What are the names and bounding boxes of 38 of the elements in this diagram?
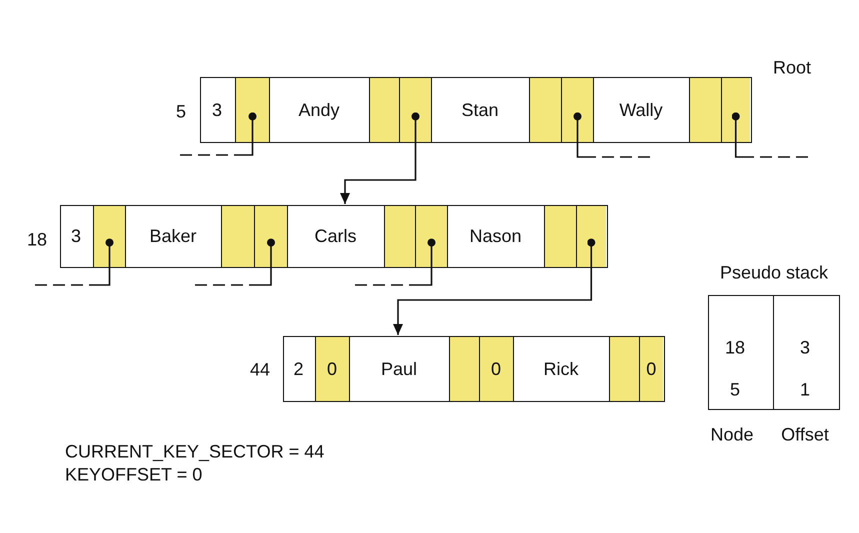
pointer-cell: 0 — [480, 337, 514, 401]
spacer-cell — [384, 206, 416, 267]
pointer-arrow — [340, 112, 420, 204]
record-box — [283, 336, 665, 402]
variable-note: KEYOFFSET = 0 — [65, 464, 202, 486]
pointer-cell — [254, 206, 288, 267]
stack-table — [708, 295, 840, 410]
stack-value: 5 — [730, 380, 740, 400]
pointer-arrow — [393, 238, 596, 335]
stack-value: 3 — [800, 338, 810, 358]
column-label: Offset — [781, 424, 829, 446]
node-caption: Root — [772, 58, 812, 78]
spacer-cell — [690, 78, 722, 142]
pointer-cell: 0 — [640, 337, 663, 401]
pointer-cell — [722, 78, 750, 142]
pointer-cell: 0 — [316, 337, 350, 401]
spacer-cell — [530, 78, 562, 142]
node-number: 18 — [26, 230, 48, 250]
record-box — [60, 205, 608, 268]
spacer-cell — [370, 78, 400, 142]
stack-value: 18 — [724, 338, 746, 358]
pointer-cell — [416, 206, 448, 267]
pointer-cell — [236, 78, 270, 142]
spacer-cell — [450, 337, 480, 401]
node-number: 5 — [176, 102, 186, 122]
pointer-cell — [576, 206, 606, 267]
spacer-cell — [610, 337, 640, 401]
variable-note: CURRENT_KEY_SECTOR = 44 — [65, 442, 324, 462]
record-box — [200, 77, 752, 143]
pointer-cell — [562, 78, 594, 142]
column-label: Node — [710, 424, 754, 446]
spacer-cell — [222, 206, 254, 267]
stack-value: 1 — [800, 380, 810, 400]
pointer-cell — [400, 78, 432, 142]
table-heading: Pseudo stack — [720, 262, 828, 284]
spacer-cell — [544, 206, 576, 267]
node-number: 44 — [250, 360, 270, 380]
pointer-cell — [94, 206, 126, 267]
